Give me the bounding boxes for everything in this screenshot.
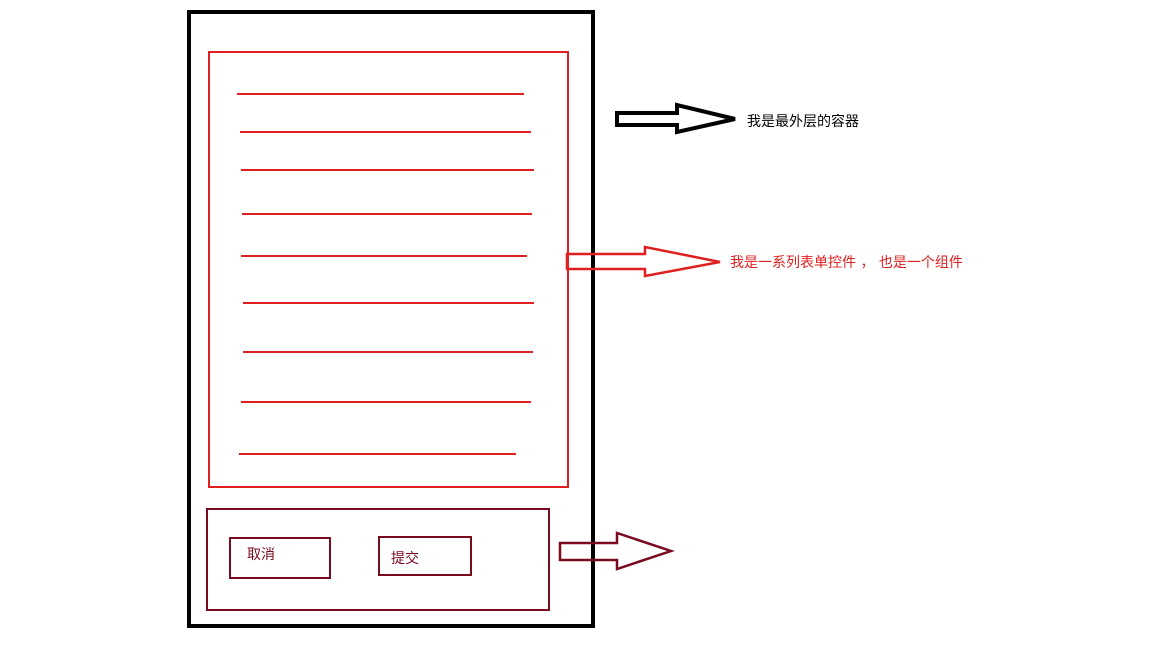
button-container <box>206 508 550 611</box>
form-field-line <box>240 131 531 133</box>
outer-container <box>187 10 595 628</box>
submit-button[interactable]: 提交 <box>378 536 472 576</box>
form-field-line <box>243 351 533 353</box>
form-field-line <box>241 401 531 403</box>
form-field-line <box>237 93 524 95</box>
form-field-line <box>242 213 532 215</box>
outer-container-annotation: 我是最外层的容器 <box>747 114 859 130</box>
form-controls-annotation: 我是一系列表单控件 ， 也是一个组件 <box>730 255 963 271</box>
form-field-line <box>243 302 534 304</box>
form-field-line <box>241 169 534 171</box>
form-field-line <box>241 255 527 257</box>
cancel-button-label: 取消 <box>247 547 275 563</box>
submit-button-label: 提交 <box>391 551 419 567</box>
form-field-line <box>239 453 516 455</box>
cancel-button[interactable]: 取消 <box>229 537 331 579</box>
